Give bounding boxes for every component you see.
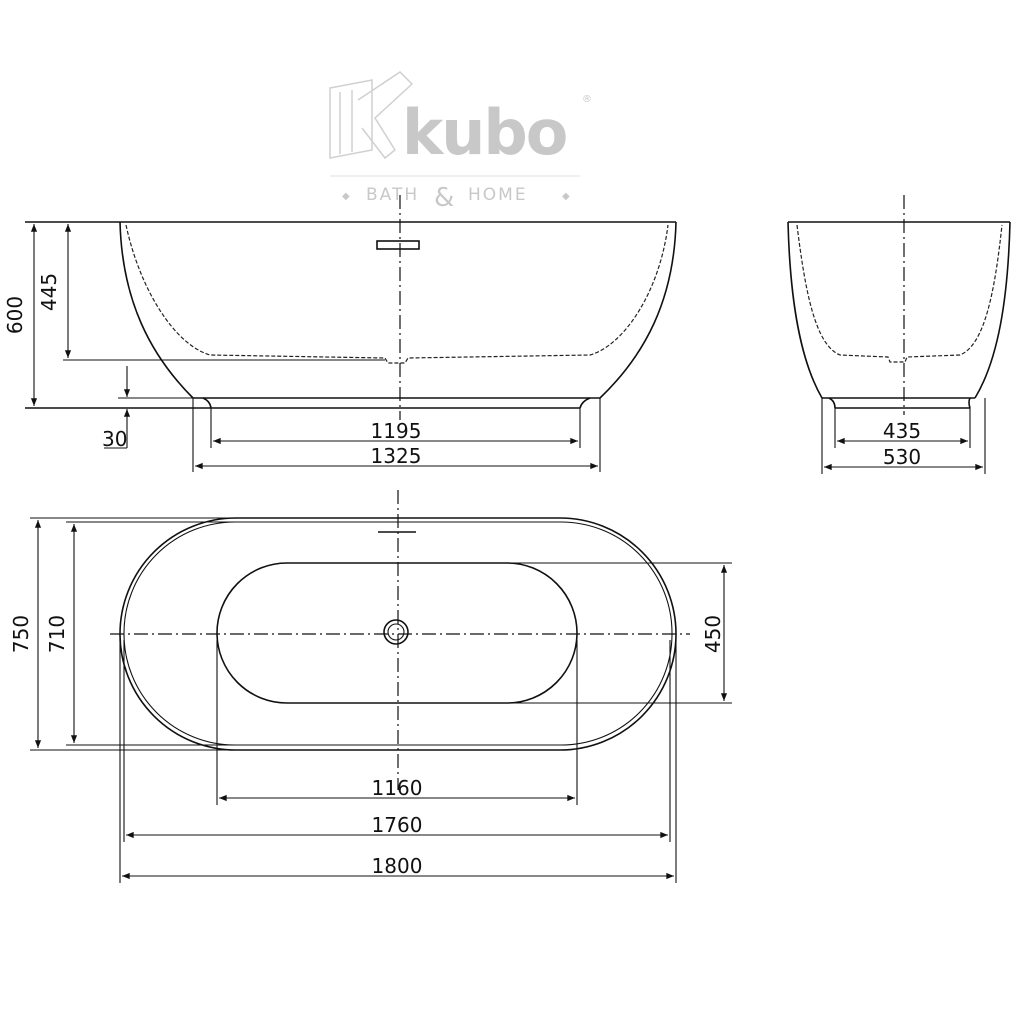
dimension-label: 1800 — [372, 854, 423, 878]
dimension-label: 1325 — [371, 444, 422, 468]
drain-icon — [383, 619, 409, 645]
logo-tagline-right: HOME — [468, 185, 528, 205]
dimension-label: 1760 — [372, 813, 423, 837]
dimension-label: 1160 — [372, 776, 423, 800]
side-view: 600 445 30 1195 1325 — [3, 195, 677, 472]
end-view: 435 530 — [787, 195, 1011, 474]
dimension-label: 1195 — [371, 419, 422, 443]
diamond-icon: ◆ — [342, 191, 350, 202]
dimension-label: 600 — [3, 296, 27, 334]
dimension-label: 450 — [701, 615, 725, 653]
logo-tagline-amp: & — [434, 183, 454, 213]
dimension-label: 435 — [883, 419, 921, 443]
cube-k-icon — [329, 71, 414, 160]
kubo-logo: kubo ® ◆ BATH & HOME ◆ — [329, 71, 592, 213]
dimension-label: 530 — [883, 445, 921, 469]
dimension-label: 750 — [9, 615, 33, 653]
logo-registered: ® — [582, 94, 592, 105]
top-view: 750 710 450 1160 1760 1800 — [9, 490, 732, 883]
dimension-label: 710 — [45, 615, 69, 653]
diamond-icon: ◆ — [562, 191, 570, 202]
logo-brand: kubo — [402, 96, 566, 169]
overflow-icon — [376, 240, 420, 250]
dimension-label: 30 — [102, 427, 127, 451]
logo-tagline-left: BATH — [366, 185, 419, 205]
dimension-label: 445 — [37, 273, 61, 311]
